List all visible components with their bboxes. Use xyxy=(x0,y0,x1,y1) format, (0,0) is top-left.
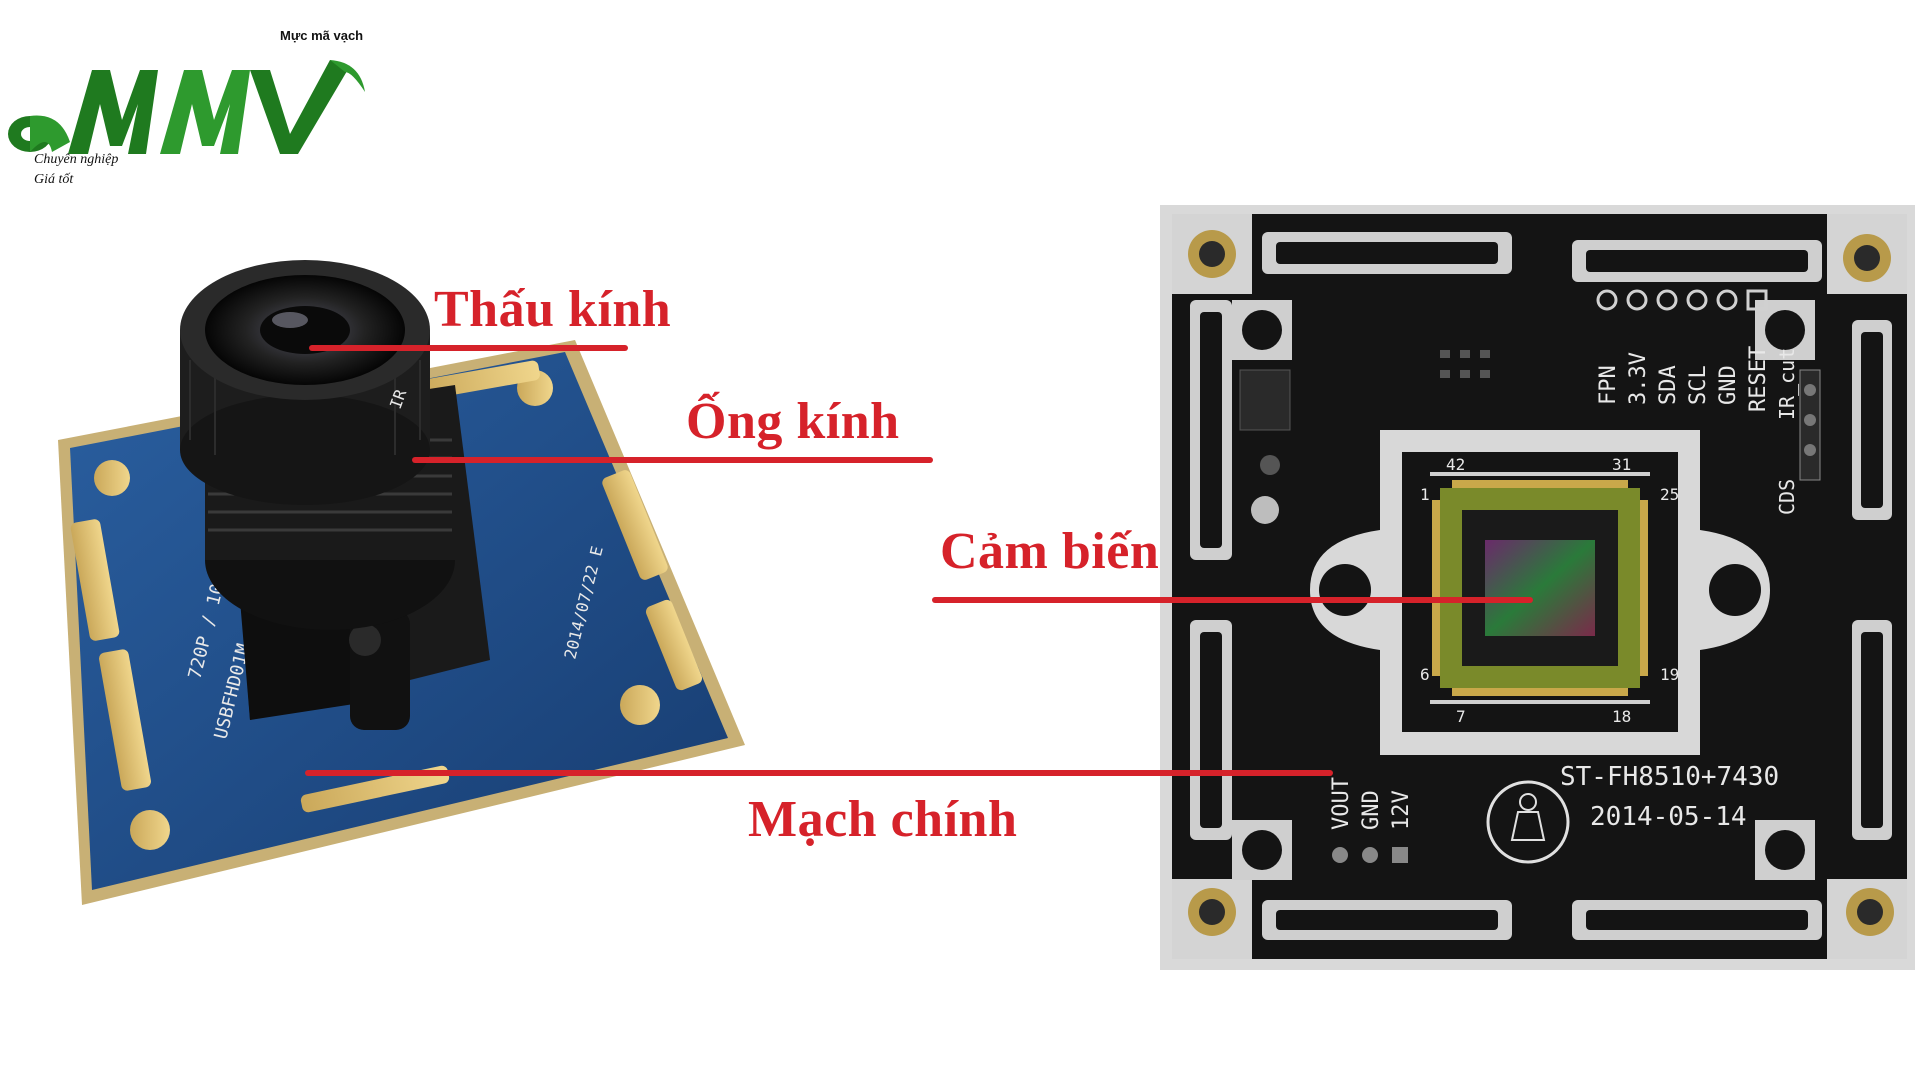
chip-number-18: 18 xyxy=(1612,707,1631,726)
ir-cds-connector: IR_cut CDS xyxy=(1775,348,1821,515)
logo-mark-icon xyxy=(8,60,365,154)
ir-cut-label: IR_cut xyxy=(1775,348,1799,420)
board-components xyxy=(1239,350,1490,524)
pin-label-sda: SDA xyxy=(1656,365,1681,405)
chip-number-1: 1 xyxy=(1420,485,1430,504)
pin-label-reset: RESET xyxy=(1746,346,1771,412)
top-pin-header: FPN 3.3V SDA SCL GND RESET xyxy=(1596,289,1771,412)
chip-number-19: 19 xyxy=(1660,665,1679,684)
bottom-pin-header: VOUT GND 12V xyxy=(1329,777,1414,863)
chip-number-31: 31 xyxy=(1612,455,1631,474)
logo-subtitle-2: Giá tốt xyxy=(34,172,74,187)
pin-label-scl: SCL xyxy=(1686,365,1711,405)
label-lens: Thấu kính xyxy=(434,281,672,338)
board-model-info: ST-FH8510+7430 2014-05-14 xyxy=(1486,762,1779,864)
pin-label-vout: VOUT xyxy=(1329,777,1354,830)
chip-number-6: 6 xyxy=(1420,665,1430,684)
label-barrel: Ống kính xyxy=(686,393,900,450)
pin-label-fpn: FPN xyxy=(1596,365,1621,405)
pin-label-gnd-bottom: GND xyxy=(1359,790,1384,830)
logo-tagline: Mực mã vạch xyxy=(280,28,364,43)
callout-lines xyxy=(305,345,1533,776)
board-date-text: 2014-05-14 xyxy=(1590,802,1747,832)
left-camera-module: 720P / 1080P USBFHD01M 2014/07/22 E xyxy=(58,260,745,905)
pin-label-12v: 12V xyxy=(1389,790,1414,830)
chip-number-7: 7 xyxy=(1456,707,1466,726)
image-sensor-chip: 42 31 1 25 19 18 7 6 xyxy=(1420,455,1679,726)
right-board-holes xyxy=(1172,214,1907,959)
cds-label: CDS xyxy=(1775,479,1799,515)
mascot-icon xyxy=(1486,780,1570,864)
logo-subtitle-1: Chuyên nghiệp xyxy=(34,152,119,167)
logo: Mực mã vạch Chuyên nghiệp Giá tốt xyxy=(0,20,380,200)
lens-head: IR xyxy=(180,260,430,505)
left-board-pads xyxy=(70,360,703,850)
chip-number-42: 42 xyxy=(1446,455,1465,474)
chip-number-25: 25 xyxy=(1660,485,1679,504)
pin-label-3v3: 3.3V xyxy=(1626,352,1651,405)
right-pcb-board: 42 31 1 25 19 18 7 6 FPN xyxy=(1160,205,1915,970)
board-model-text: ST-FH8510+7430 xyxy=(1560,762,1779,792)
label-sensor: Cảm biến xyxy=(940,523,1160,580)
label-main-board: Mạch chính xyxy=(748,791,1018,848)
pin-label-gnd: GND xyxy=(1716,365,1741,405)
